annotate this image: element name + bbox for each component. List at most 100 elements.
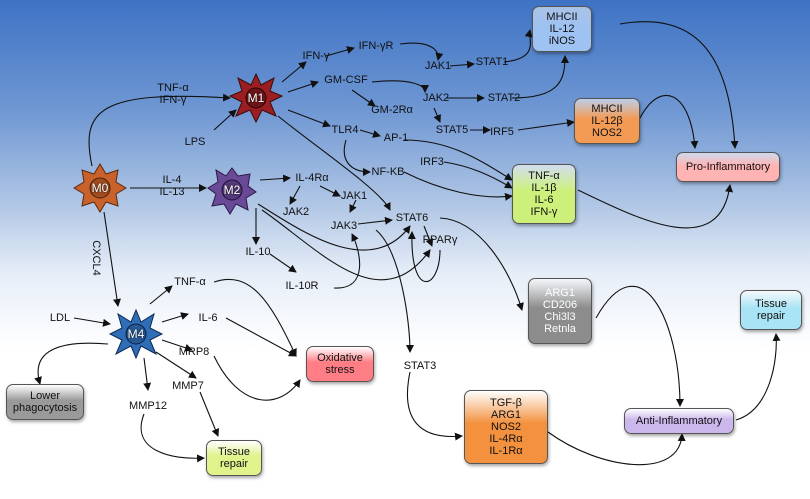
arrow-il4ra-jak1 (319, 185, 341, 197)
label-tlr4: TLR4 (331, 124, 359, 136)
m0-label: M0 (91, 181, 109, 195)
label-il4-il13: IL-4 IL-13 (159, 174, 185, 198)
arrow-il10r-jak3 (333, 233, 361, 289)
label-irf5: IRF5 (490, 126, 514, 138)
arrow-box3-pro (577, 184, 734, 229)
arrow-il10-il10r (269, 253, 297, 273)
box-pro-inflammatory: Pro-Inflammatory (676, 152, 780, 182)
m4-label: M4 (127, 327, 145, 341)
arrow-m2-stat6-2 (261, 209, 431, 281)
label-mmp12: MMP12 (129, 400, 167, 412)
arrow-ap1-box (403, 139, 513, 181)
arrow-gmcsf-gm2ra (351, 89, 376, 107)
label-ifngr: IFN-γR (358, 40, 394, 52)
label-jak2-top: JAK2 (422, 92, 450, 104)
arrow-lps-m1 (213, 109, 237, 131)
arrow-tnfa-stress (213, 278, 297, 357)
label-irf3: IRF3 (420, 156, 444, 168)
box-arg1-cd206: ARG1 CD206 Chi3l3 Retnla (528, 278, 592, 344)
arrow-irf5-box (517, 119, 575, 131)
box-oxidative-stress: Oxidative stress (306, 346, 374, 382)
arrow-jak2-stat5 (433, 107, 441, 123)
label-il4ra: IL-4Rα (295, 172, 329, 184)
arrow-box2-pro (639, 94, 699, 149)
box-anti-inflammatory: Anti-Inflammatory (624, 408, 734, 434)
arrow-mmp7-tissue (199, 391, 220, 437)
arrow-m2-il4ra (259, 174, 291, 183)
label-ifng: IFN-γ (302, 50, 330, 62)
m2-cell: M2 (204, 162, 260, 218)
arrow-m1-tlr4 (287, 109, 331, 128)
label-ppary: PPARγ (422, 234, 458, 246)
box-lower-phagocytosis: Lower phagocytosis (6, 384, 84, 420)
label-stat3: STAT3 (403, 360, 437, 372)
arrow-stat1-box (503, 29, 533, 63)
arrow-m4-mrp8 (161, 339, 193, 352)
label-il10: IL-10 (245, 246, 271, 258)
arrow-m4-il6 (161, 312, 189, 323)
arrow-ldl-m4 (73, 317, 111, 327)
arrow-mrp8-stress (213, 355, 301, 401)
label-cxcl4: CXCL4 (90, 240, 102, 276)
arrow-jak1-stat1 (449, 60, 475, 69)
arrow-tgfbox-anti (547, 431, 686, 466)
label-jak1-mid: JAK1 (340, 190, 368, 202)
label-gm2ra: GM-2Rα (371, 104, 413, 116)
arrow-m2-stat6-1 (257, 203, 411, 251)
arrow-arg1box-anti (595, 285, 684, 407)
label-jak1-top: JAK1 (424, 60, 452, 72)
m1-cell: M1 (228, 70, 284, 126)
arrow-il6-stress (225, 317, 297, 357)
label-lps: LPS (184, 136, 206, 148)
arrow-ifngr-jak1 (399, 42, 444, 61)
arrow-anti-tissue (735, 333, 781, 421)
arrow-m4-mmp7 (155, 351, 197, 379)
box-tnf-il1-il6-ifn: TNF-α IL-1β IL-6 IFN-γ (512, 164, 576, 224)
label-tnfa-m4: TNF-α (174, 276, 206, 288)
arrow-il4ra-jak2 (289, 185, 301, 205)
m4-cell: M4 (108, 306, 164, 362)
label-ldl: LDL (49, 312, 71, 324)
label-tnfa-ifng: TNF-α IFN-γ (157, 82, 189, 106)
arrow-jak1-jak3 (349, 199, 357, 213)
label-nfkb: NF-KB (371, 166, 405, 178)
arrow-m1-gmcsf (287, 80, 319, 93)
arrow-stat6-arg1box (439, 217, 524, 311)
m0-cell: M0 (72, 160, 128, 216)
label-stat1: STAT1 (475, 56, 509, 68)
label-gmcsf: GM-CSF (324, 74, 368, 86)
label-jak3: JAK3 (330, 220, 358, 232)
box-mhcii-il12b-nos2: MHCII IL-12β NOS2 (574, 98, 640, 144)
box-tissue-repair-bottom: Tissue repair (206, 440, 262, 476)
arrow-irf3-box (443, 161, 513, 189)
m1-label: M1 (247, 91, 265, 105)
arrow-m4-tnfa (149, 285, 173, 305)
arrow-jak3-stat3 (375, 229, 414, 353)
label-stat6: STAT6 (395, 212, 429, 224)
arrow-m1-ifng (281, 61, 307, 83)
label-il6-m4: IL-6 (198, 312, 218, 324)
arrow-stat6-ppary (423, 225, 434, 247)
arrow-ifng-ifngr (325, 46, 355, 57)
arrow-stat2-box (511, 55, 569, 99)
box-tgf-arg1: TGF-β ARG1 NOS2 IL-4Rα IL-1Rα (464, 390, 548, 464)
arrow-nfkb-box (403, 171, 513, 201)
arrow-m1-stat6 (277, 115, 391, 211)
arrow-box1-pro (619, 21, 739, 149)
label-mrp8: MRP8 (178, 346, 210, 358)
label-ap1: AP-1 (383, 132, 409, 144)
arrow-m0-m4 (103, 211, 121, 307)
arrow-tlr4-nfkb (343, 139, 371, 176)
arrow-m0-m1 (88, 93, 231, 167)
arrow-m4-lower (34, 342, 109, 385)
m2-label: M2 (223, 183, 241, 197)
arrow-jak3-stat6 (357, 216, 393, 225)
arrow-gmcsf-jak2 (371, 80, 429, 93)
box-tissue-repair-right: Tissue repair (740, 290, 802, 330)
label-mmp7: MMP7 (172, 380, 204, 392)
arrow-stat3-tgfbox (406, 371, 463, 441)
label-il10r: IL-10R (285, 280, 319, 292)
arrow-m4-mmp12 (143, 357, 152, 391)
